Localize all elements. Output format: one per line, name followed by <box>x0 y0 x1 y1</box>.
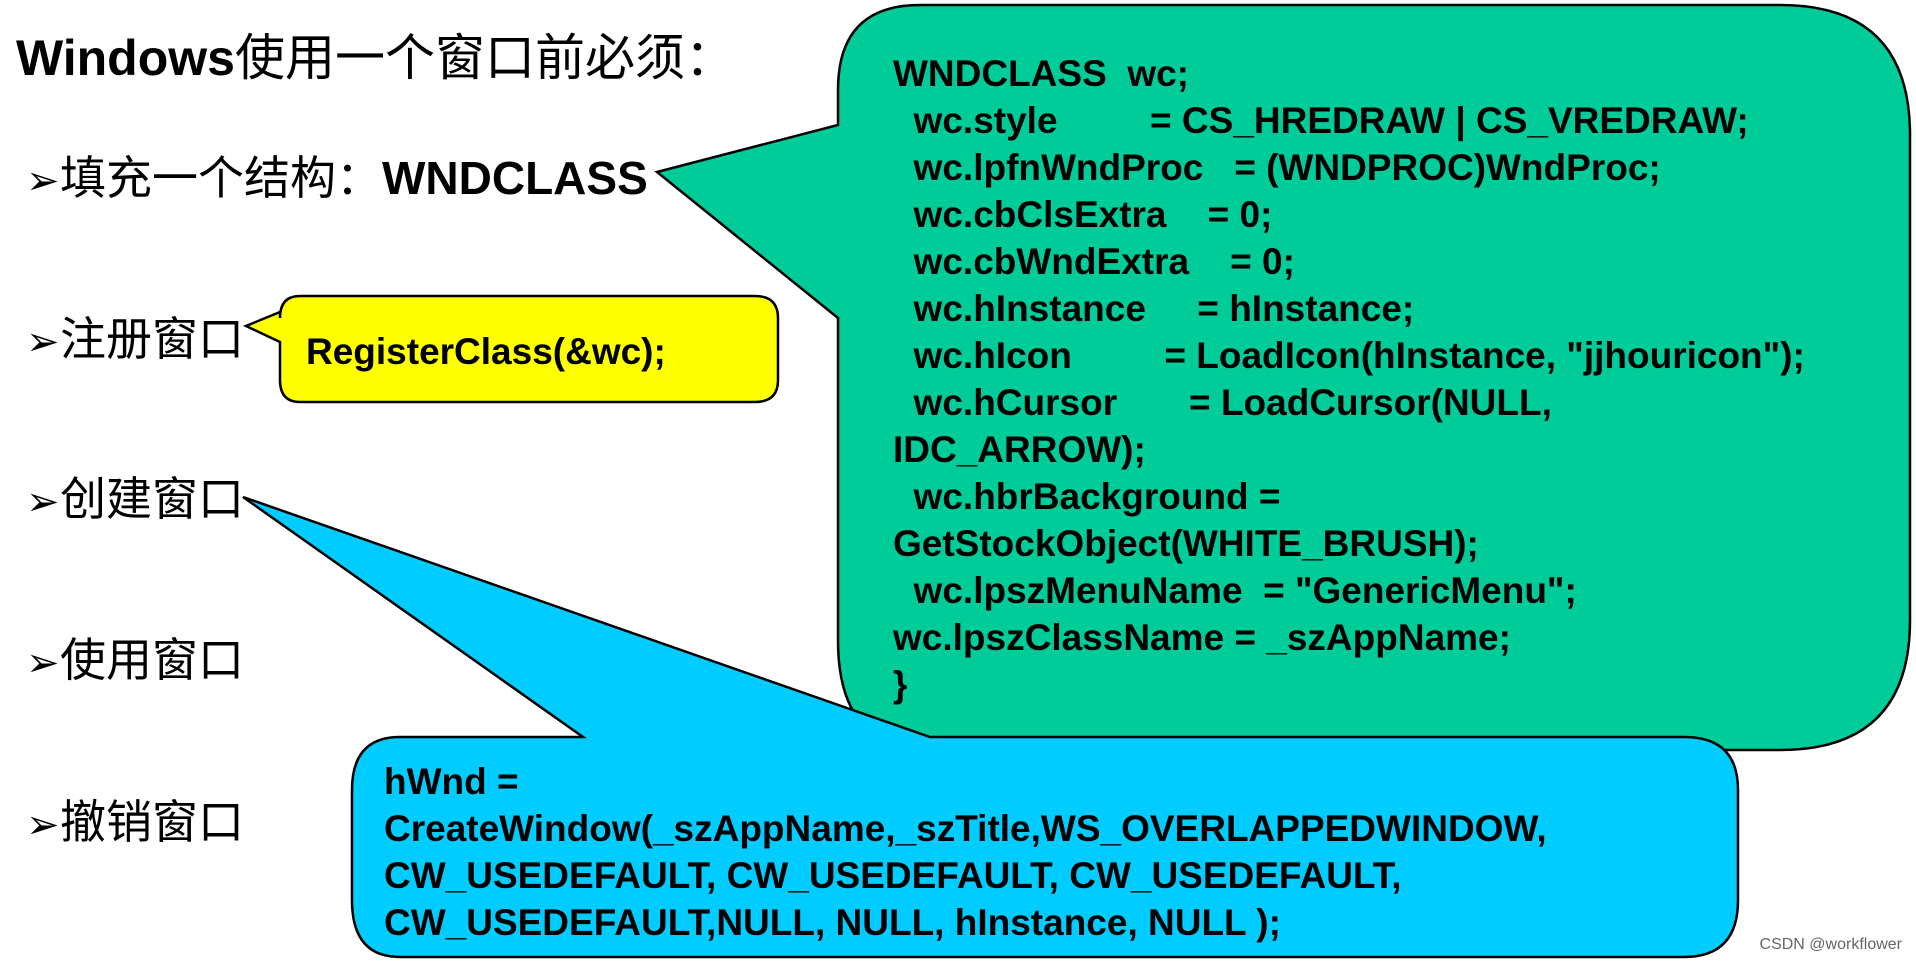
blue-callout-bubble <box>242 495 1740 959</box>
yellow-callout-bubble <box>242 294 780 404</box>
bullet-text: 使用窗口 <box>60 633 244 687</box>
green-callout-bubble <box>654 3 1912 752</box>
bullet-register-window: ➢注册窗口 <box>26 303 244 369</box>
bullet-use-window: ➢使用窗口 <box>26 624 244 690</box>
arrow-bullet-icon: ➢ <box>26 158 60 204</box>
arrow-bullet-icon: ➢ <box>26 479 60 525</box>
title-en: Windows <box>16 30 235 86</box>
page-title: Windows使用一个窗口前必须： <box>16 18 735 90</box>
create-window-code: hWnd = CreateWindow(_szAppName,_szTitle,… <box>384 761 1547 943</box>
arrow-bullet-icon: ➢ <box>26 319 60 365</box>
arrow-bullet-icon: ➢ <box>26 802 60 848</box>
register-class-code: RegisterClass(&wc); <box>306 331 666 372</box>
bullet-text: 创建窗口 <box>60 472 244 526</box>
wndclass-code: WNDCLASS wc; wc.style = CS_HREDRAW | CS_… <box>893 53 1805 705</box>
bullet-destroy-window: ➢撤销窗口 <box>26 786 244 852</box>
bullet-bold-text: WNDCLASS <box>382 152 648 204</box>
bullet-create-window: ➢创建窗口 <box>26 463 244 529</box>
bullet-text: 注册窗口 <box>60 312 244 366</box>
bullet-text: 填充一个结构： <box>60 151 382 205</box>
bullet-text: 撤销窗口 <box>60 795 244 849</box>
title-cn: 使用一个窗口前必须： <box>234 29 735 87</box>
watermark: CSDN @workflower <box>1759 936 1902 953</box>
bullet-fill-struct: ➢填充一个结构：WNDCLASS <box>26 142 648 208</box>
arrow-bullet-icon: ➢ <box>26 640 60 686</box>
